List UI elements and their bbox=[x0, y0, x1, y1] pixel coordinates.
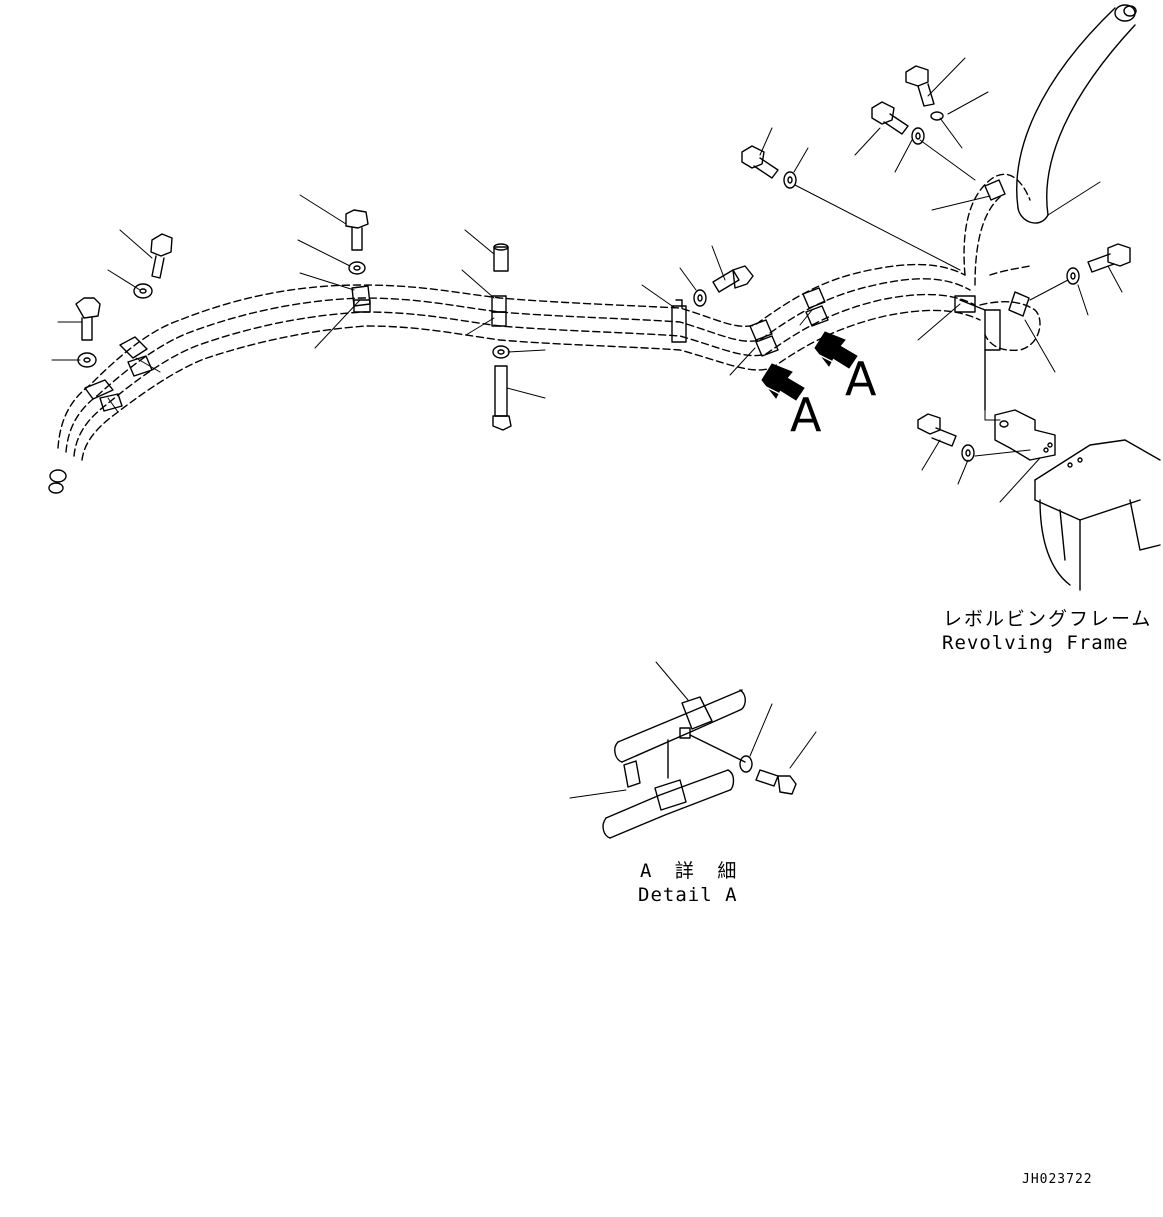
view-arrow-a-2 bbox=[814, 331, 858, 369]
view-arrow-a-1 bbox=[761, 363, 805, 401]
clamp-6 bbox=[954, 179, 1030, 317]
detail-a-drawing bbox=[602, 689, 797, 839]
bolt-upper-right-3 bbox=[905, 65, 935, 107]
view-marker-a-1: A bbox=[790, 388, 822, 442]
leader-lines bbox=[51, 57, 1123, 799]
spacer-mid bbox=[493, 243, 509, 272]
long-bolt bbox=[492, 365, 512, 431]
revolving-frame bbox=[1034, 439, 1161, 591]
bolt-mid-left bbox=[345, 209, 369, 251]
clamp-2 bbox=[351, 285, 371, 313]
clamp-4 bbox=[671, 299, 687, 343]
revolving-frame-label-en: Revolving Frame bbox=[942, 632, 1129, 654]
hose-end-fittings bbox=[48, 469, 67, 494]
upper-hose bbox=[1016, 4, 1137, 224]
detail-a-label-en: Detail A bbox=[638, 884, 738, 906]
bracket bbox=[959, 299, 1001, 411]
drawing-code: JH023722 bbox=[1022, 1172, 1093, 1187]
bolt-upper-right-2 bbox=[871, 101, 909, 135]
clamp-5 bbox=[749, 287, 829, 357]
frame-bracket bbox=[994, 409, 1056, 461]
washers bbox=[77, 111, 1080, 462]
bolt-right bbox=[1087, 243, 1131, 273]
bolt-left bbox=[75, 297, 101, 341]
bolt-center-right bbox=[712, 265, 754, 293]
bolt-top-left bbox=[150, 233, 173, 279]
clamp-left bbox=[84, 336, 153, 412]
revolving-frame-label-jp: レボルビングフレーム bbox=[943, 608, 1153, 630]
bolt-bracket bbox=[917, 413, 957, 447]
detail-a-label-jp: A 詳 細 bbox=[640, 860, 743, 882]
assembly-lines bbox=[794, 117, 1069, 457]
view-marker-a-2: A bbox=[845, 352, 877, 406]
clamp-3 bbox=[491, 295, 507, 327]
bolt-upper-right-1 bbox=[741, 145, 779, 179]
hose-bundle bbox=[57, 173, 1041, 461]
